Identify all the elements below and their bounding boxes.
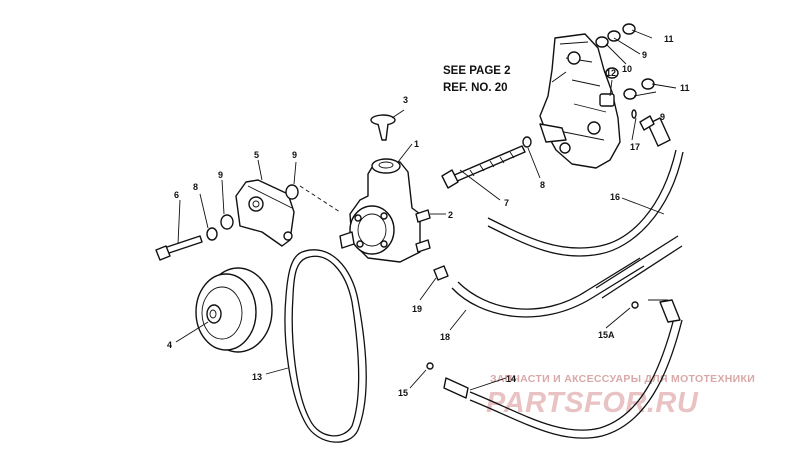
- leader-lines: [175, 29, 677, 391]
- callout-10: 10: [622, 64, 632, 74]
- callout-15a: 15A: [598, 330, 615, 340]
- callout-16: 16: [610, 192, 620, 202]
- callout-9-top: 9: [642, 50, 647, 60]
- callout-5: 5: [254, 150, 259, 160]
- callout-18: 18: [440, 332, 450, 342]
- reservoir-cap: [370, 114, 396, 141]
- watermark: ЗАПЧАСТИ И АКСЕССУАРЫ ДЛЯ МОТОТЕХНИКИ PA…: [486, 373, 755, 419]
- mounting-bracket: [539, 33, 621, 169]
- callout-12: 12: [606, 68, 616, 78]
- return-hose-lower: [451, 235, 683, 318]
- watermark-caption: ЗАПЧАСТИ И АКСЕССУАРЫ ДЛЯ МОТОТЕХНИКИ: [490, 373, 755, 385]
- callout-15: 15: [398, 388, 408, 398]
- callout-1: 1: [414, 139, 419, 149]
- steering-pump: [339, 158, 431, 263]
- callout-19: 19: [412, 304, 422, 314]
- reference-note-line2: REF. NO. 20: [443, 82, 508, 94]
- callout-13: 13: [252, 372, 262, 382]
- callout-9-mid: 9: [660, 112, 665, 122]
- callout-17: 17: [630, 142, 640, 152]
- callout-6: 6: [174, 190, 179, 200]
- nut-top-right: [622, 23, 636, 35]
- drive-belt: [284, 249, 367, 443]
- callout-8-left: 8: [193, 182, 198, 192]
- callout-4: 4: [167, 340, 172, 350]
- pulley: [195, 267, 273, 353]
- callout-11-top: 11: [664, 34, 674, 44]
- callout-9-bracket: 9: [292, 150, 297, 160]
- bolt-hose-bracket: [441, 145, 526, 189]
- pressure-hose: [426, 299, 683, 439]
- watermark-brand: PARTSFOR.RU: [486, 387, 699, 419]
- callout-8-right: 8: [540, 180, 545, 190]
- right-hardware: [522, 23, 655, 148]
- left-hardware: [155, 184, 341, 261]
- return-hose-upper: [487, 115, 684, 257]
- callout-7: 7: [504, 198, 509, 208]
- callout-3: 3: [403, 95, 408, 105]
- callout-14: 14: [506, 374, 516, 384]
- callout-9-left: 9: [218, 170, 223, 180]
- callout-2: 2: [448, 210, 453, 220]
- reference-note: SEE PAGE 2 REF. NO. 20: [443, 65, 511, 94]
- rear-bracket: [235, 179, 295, 247]
- reference-note-line1: SEE PAGE 2: [443, 65, 511, 77]
- callout-11-mid: 11: [680, 83, 690, 93]
- insert: [433, 265, 449, 281]
- callout-numbers: 1 2 3 4 5 6 7 8 8 9 9 9 9 10 11 11 12 13…: [167, 34, 690, 398]
